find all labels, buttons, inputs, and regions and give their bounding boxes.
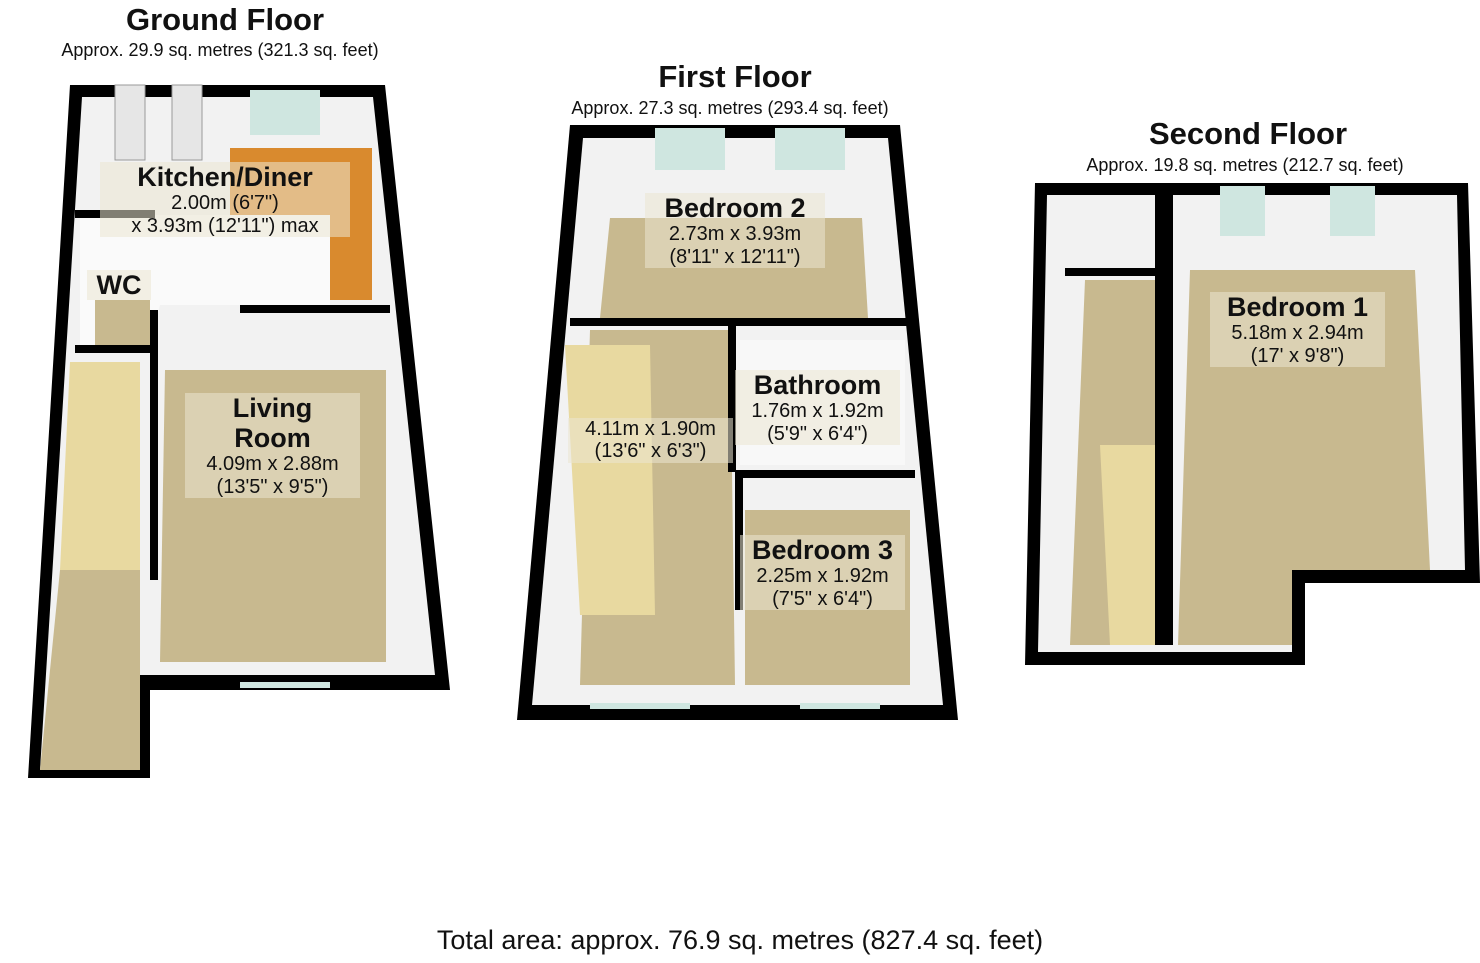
first-stairs bbox=[565, 345, 655, 615]
window bbox=[655, 128, 725, 170]
window bbox=[1220, 186, 1265, 236]
ground-stairs bbox=[60, 362, 140, 570]
room-label-bedroom-1: Bedroom 1 5.18m x 2.94m (17' x 9'8") bbox=[1210, 292, 1385, 368]
total-area: Total area: approx. 76.9 sq. metres (827… bbox=[436, 925, 1044, 955]
room-label-bedroom-3: Bedroom 3 2.25m x 1.92m (7'5" x 6'4") bbox=[740, 535, 905, 611]
room-label-landing: 4.11m x 1.90m (13'6" x 6'3") bbox=[568, 418, 733, 463]
window bbox=[1330, 186, 1375, 236]
first-floor-area: Approx. 27.3 sq. metres (293.4 sq. feet) bbox=[571, 98, 889, 118]
window bbox=[250, 90, 320, 135]
room-label-bathroom: Bathroom 1.76m x 1.92m (5'9" x 6'4") bbox=[735, 370, 900, 446]
room-label-kitchen-diner: Kitchen/Diner 2.00m (6'7") x 3.93m (12'1… bbox=[100, 162, 350, 238]
second-floor-area: Approx. 19.8 sq. metres (212.7 sq. feet) bbox=[1086, 155, 1404, 175]
first-floor-title: First Floor bbox=[658, 59, 812, 94]
second-stairs bbox=[1100, 445, 1155, 645]
window bbox=[775, 128, 845, 170]
room-label-living-room: Living Room 4.09m x 2.88m (13'5" x 9'5") bbox=[185, 393, 360, 499]
ground-floor-area: Approx. 29.9 sq. metres (321.3 sq. feet) bbox=[61, 40, 379, 60]
ground-floor-plan bbox=[28, 84, 450, 778]
ground-floor-title: Ground Floor bbox=[125, 2, 325, 37]
second-floor-plan bbox=[1025, 183, 1480, 665]
room-label-bedroom-2: Bedroom 2 2.73m x 3.93m (8'11" x 12'11") bbox=[645, 193, 825, 269]
second-floor-title: Second Floor bbox=[1148, 116, 1348, 151]
room-label-wc: WC bbox=[87, 270, 151, 301]
window bbox=[800, 703, 880, 709]
window bbox=[590, 703, 690, 709]
window bbox=[240, 682, 330, 688]
